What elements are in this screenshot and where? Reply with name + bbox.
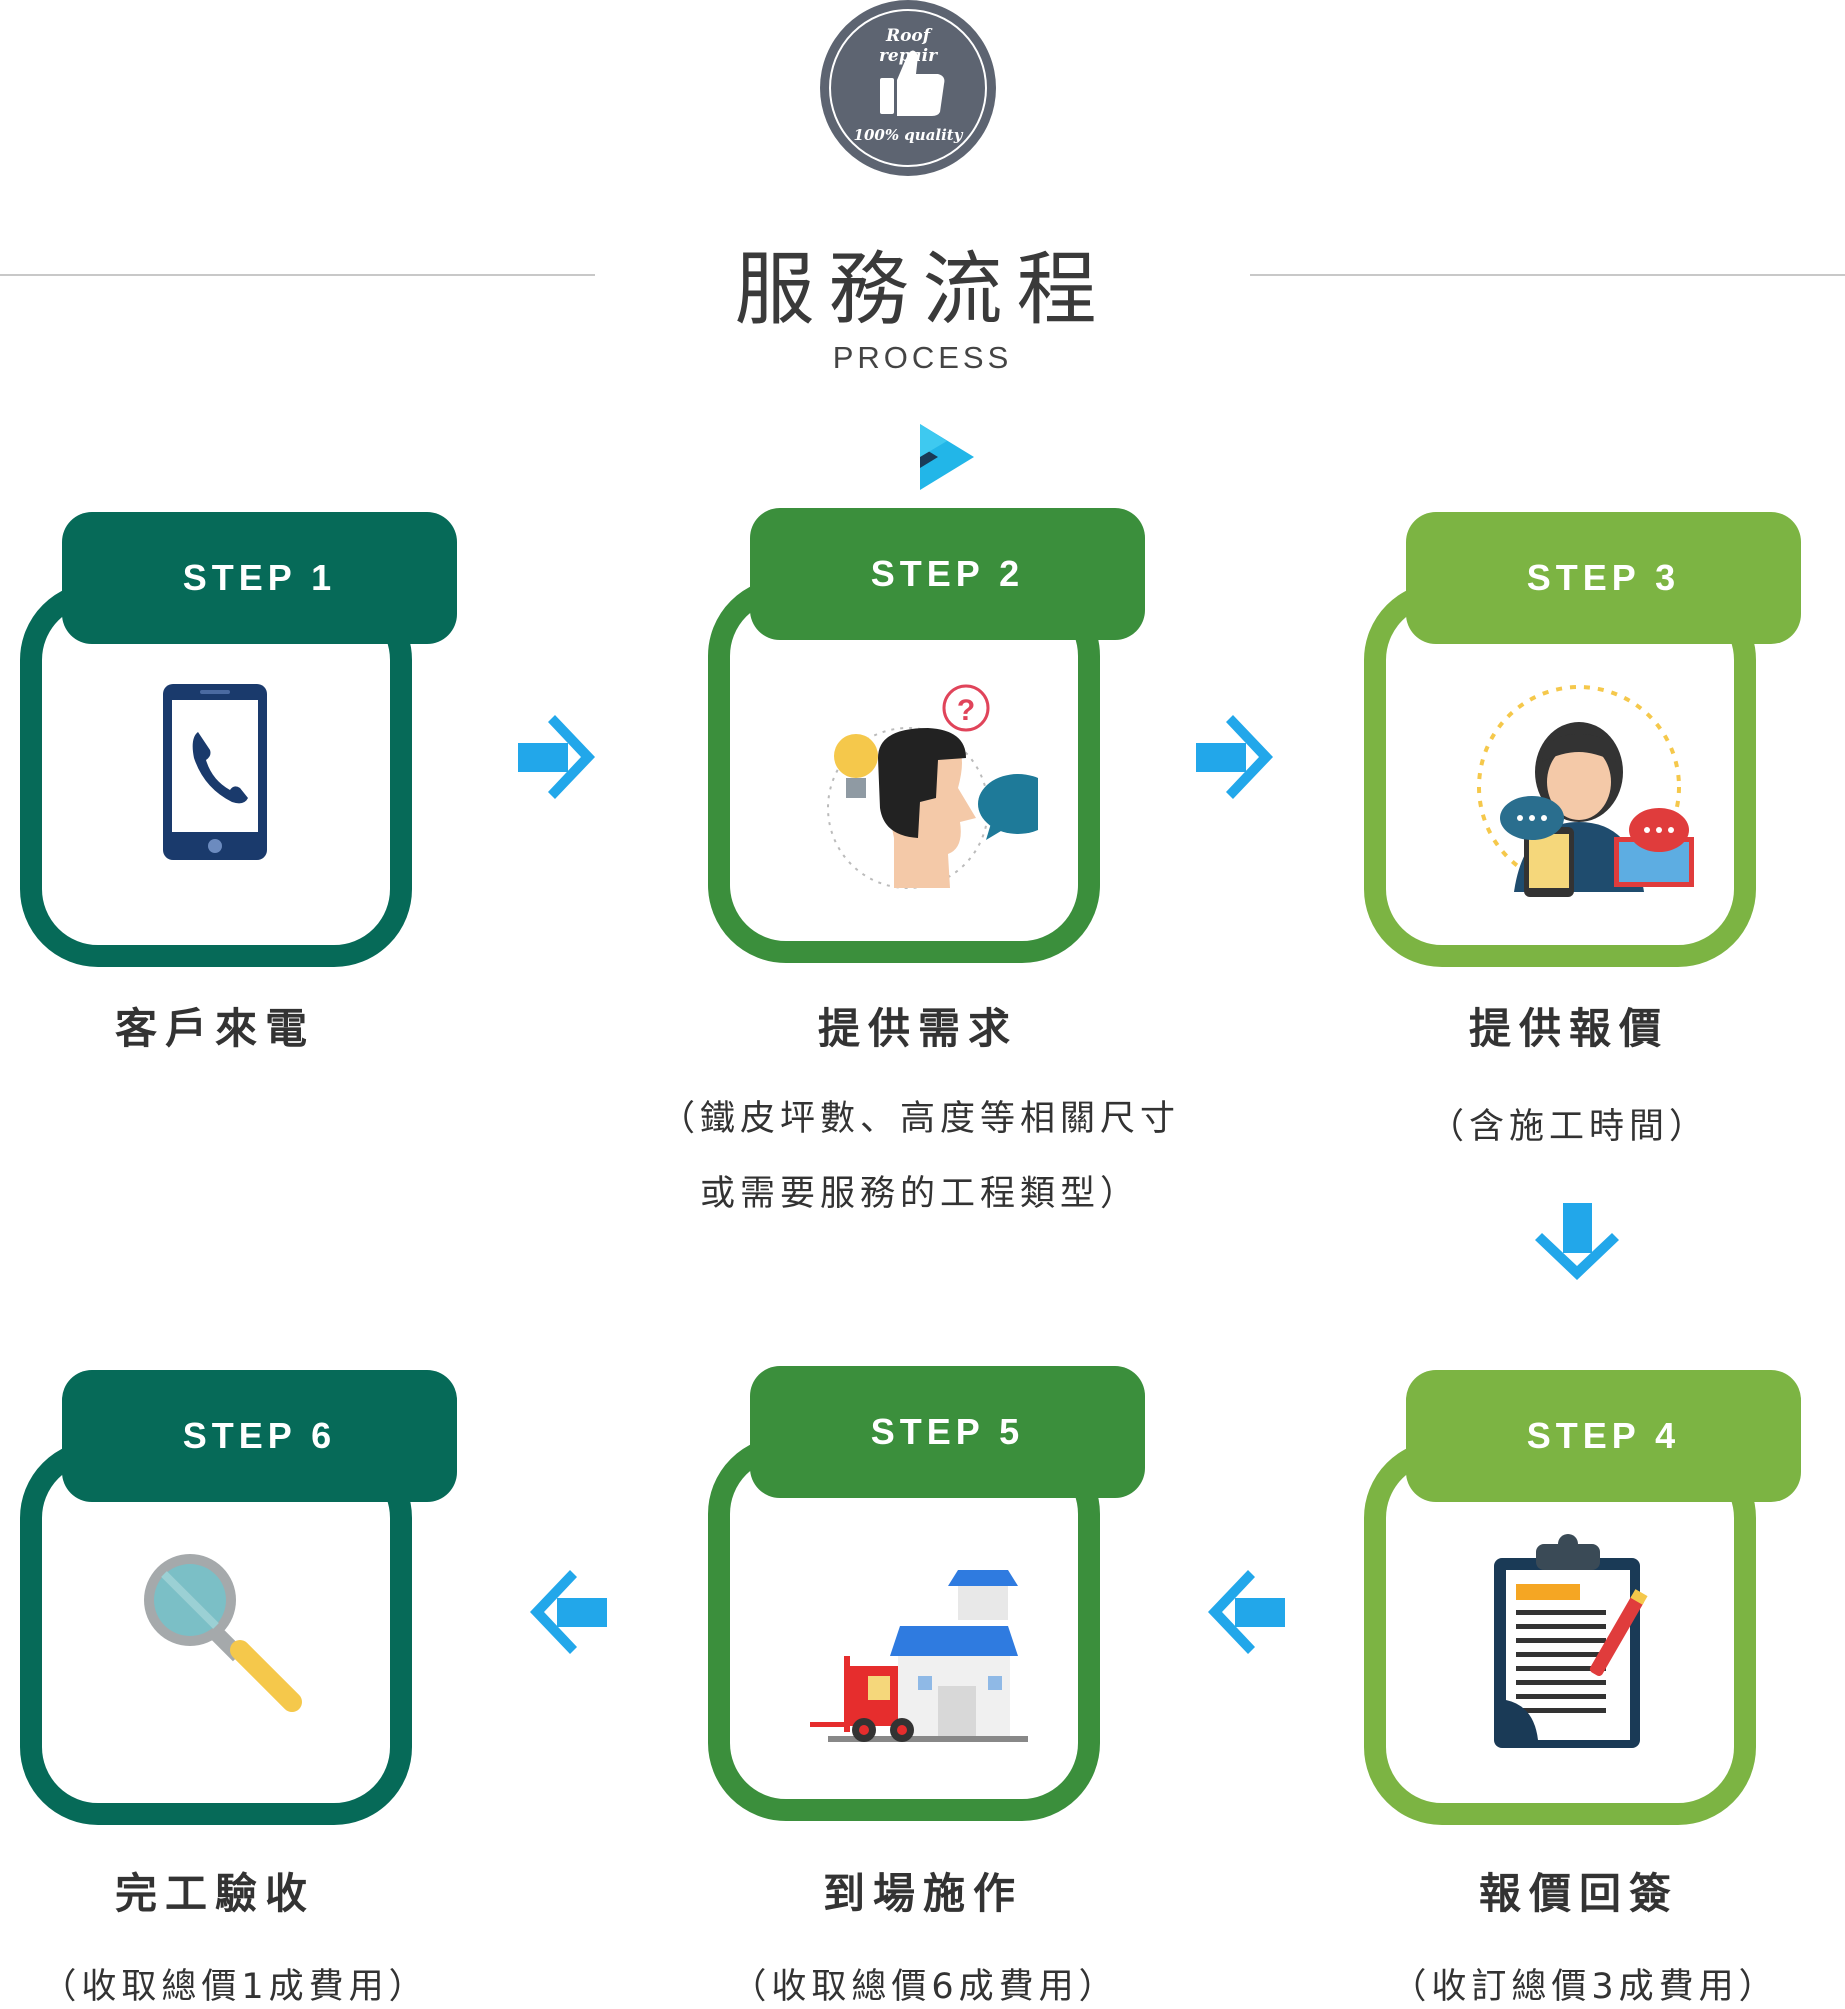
arrow-right-icon xyxy=(518,715,595,799)
step-title-2: 提供需求 xyxy=(817,1004,1018,1053)
step-title-4: 報價回簽 xyxy=(1478,1869,1679,1918)
step-card-3: STEP 3 xyxy=(1364,512,1801,972)
step-tab-label: STEP 5 xyxy=(870,1411,1025,1452)
page-subtitle: PROCESS xyxy=(832,340,1013,375)
step-card-5: STEP 5 xyxy=(708,1366,1145,1826)
step-card-4: STEP 4 xyxy=(1364,1370,1801,1830)
support-agent-icon xyxy=(1477,685,1694,897)
step-note-3: （含施工時間） xyxy=(1428,1107,1709,1147)
badge-top-text: Roof repair xyxy=(878,26,938,66)
arrow-down-icon xyxy=(1535,1203,1619,1280)
step-tab-label: STEP 6 xyxy=(182,1415,337,1456)
step-title-1: 客戶來電 xyxy=(114,1004,315,1053)
title-rule-right xyxy=(1250,274,1845,276)
arrow-left-icon xyxy=(1208,1570,1285,1654)
svg-text:?: ? xyxy=(957,694,975,727)
step-tab: STEP 5 xyxy=(750,1366,1145,1498)
title-rule-left xyxy=(0,274,595,276)
thumbs-up-badge-icon xyxy=(820,0,996,176)
step-title-5: 到場施作 xyxy=(822,1869,1023,1918)
step-note-5: （收取總價6成費用） xyxy=(731,1967,1119,2007)
page-title: 服務流程 xyxy=(734,243,1111,336)
play-logo-icon xyxy=(920,424,974,490)
step-note-2a: （鐵皮坪數、高度等相關尺寸 xyxy=(659,1099,1180,1139)
step-tab: STEP 2 xyxy=(750,508,1145,640)
step-tab: STEP 1 xyxy=(62,512,457,644)
step-title-6: 完工驗收 xyxy=(114,1869,315,1918)
step-note-6: （收取總價1成費用） xyxy=(41,1967,429,2007)
step-frame xyxy=(1364,1440,1756,1825)
arrow-right-icon xyxy=(1196,715,1273,799)
magnifier-icon xyxy=(144,1554,302,1712)
badge-bottom-text: 100% quality xyxy=(853,126,963,144)
step-tab: STEP 3 xyxy=(1406,512,1801,644)
idea-head-icon: ? xyxy=(827,684,1038,889)
step-tab-label: STEP 2 xyxy=(870,553,1025,594)
step-tab: STEP 6 xyxy=(62,1370,457,1502)
step-note-4: （收訂總價3成費用） xyxy=(1391,1967,1779,2007)
step-card-2: STEP 2 ? xyxy=(708,508,1145,968)
clipboard-icon xyxy=(1494,1534,1648,1748)
step-card-1: STEP 1 xyxy=(20,512,457,972)
step-title-3: 提供報價 xyxy=(1468,1004,1669,1053)
step-tab: STEP 4 xyxy=(1406,1370,1801,1502)
roof-repair-badge: Roof repair 100% quality xyxy=(818,0,998,180)
step-tab-label: STEP 1 xyxy=(182,557,337,598)
phone-icon xyxy=(163,684,267,860)
step-tab-label: STEP 4 xyxy=(1526,1415,1681,1456)
arrow-left-icon xyxy=(530,1570,607,1654)
step-card-6: STEP 6 xyxy=(20,1370,457,1830)
step-note-2b: 或需要服務的工程類型） xyxy=(699,1174,1140,1214)
step-tab-label: STEP 3 xyxy=(1526,557,1681,598)
warehouse-forklift-icon xyxy=(810,1570,1028,1742)
